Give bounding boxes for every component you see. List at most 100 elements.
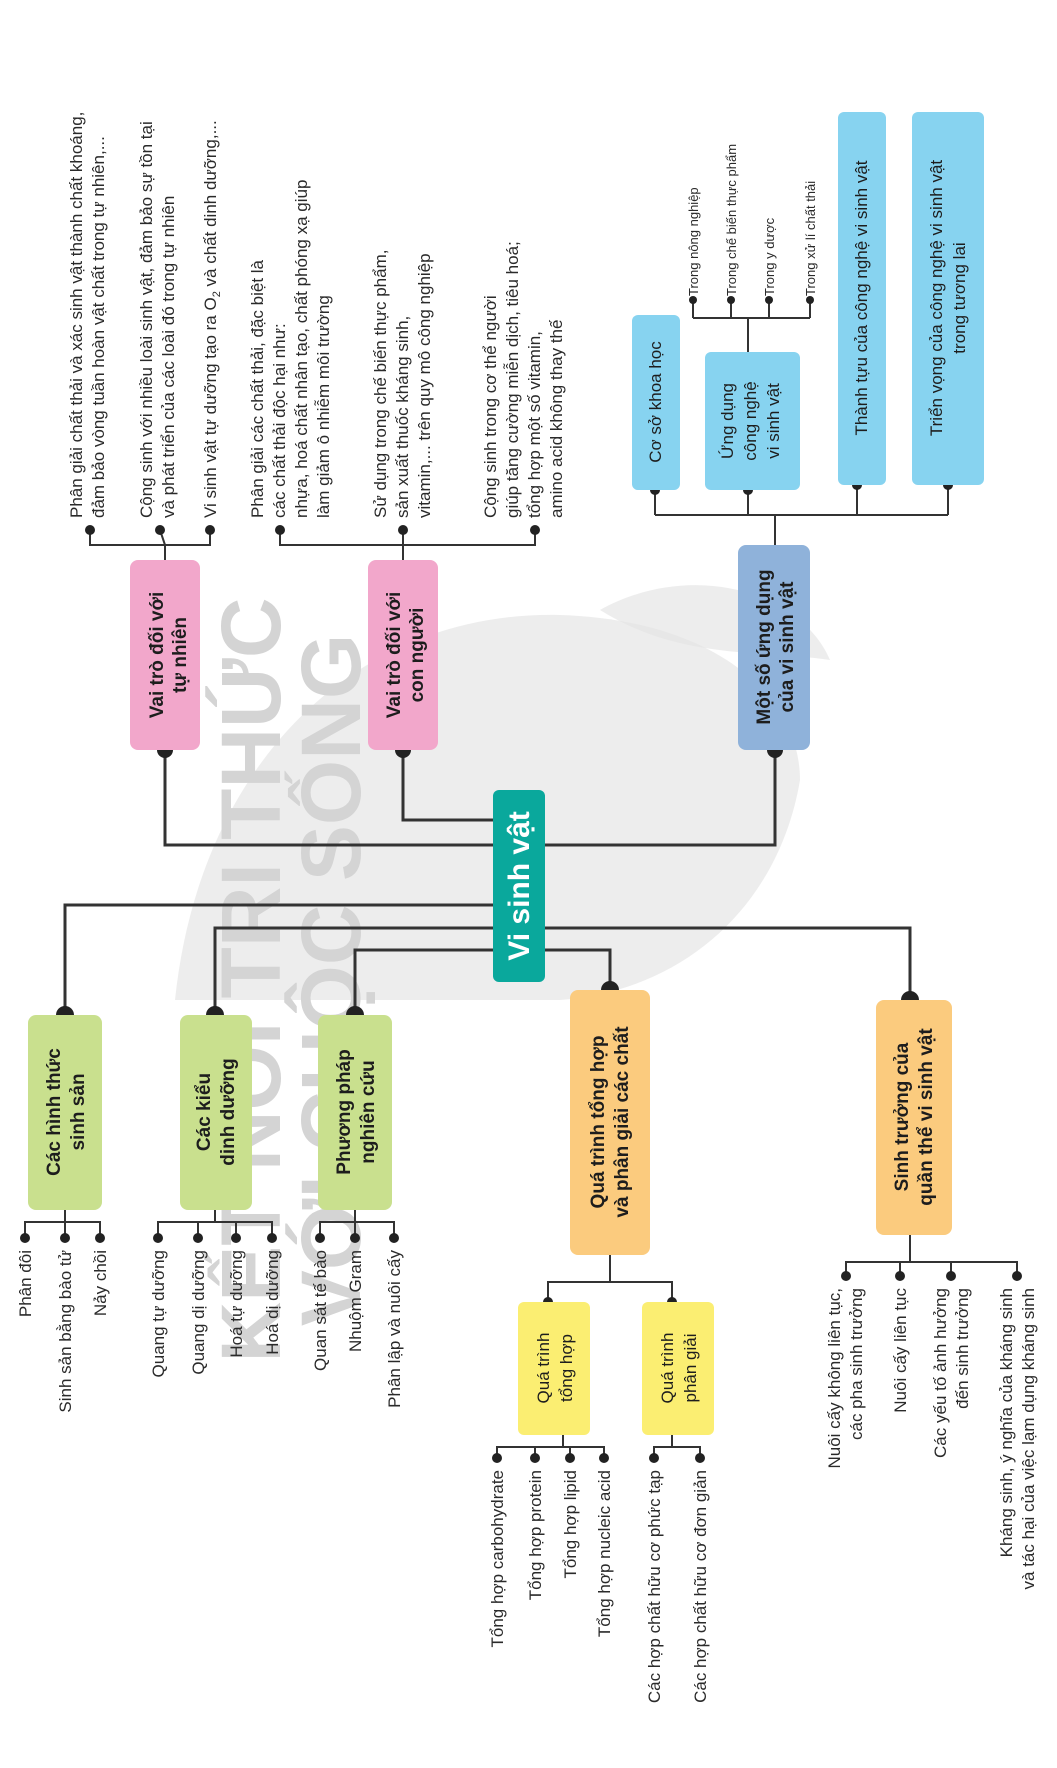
connector-line	[547, 1255, 673, 1302]
center-label: Vi sinh vật	[503, 811, 536, 961]
connector-dot	[95, 1233, 105, 1243]
diagram-label: Vai trò đối với	[147, 592, 168, 718]
node-science-basis: Cơ sở khoa học	[632, 315, 680, 490]
diagram-label: Cộng sinh với nhiều loài sinh vật, đảm b…	[137, 121, 156, 518]
diagram-label: trong tương lai	[950, 242, 969, 353]
diagram-label: phân giải	[681, 1333, 700, 1402]
node-box	[876, 1000, 952, 1235]
connector-line	[353, 948, 493, 1015]
node-processes: Quá trình tổng hợp và phân giải các chất	[570, 990, 650, 1255]
diagram-label: dinh dưỡng	[218, 1058, 239, 1165]
diagram-label: Tổng hợp lipid	[561, 1470, 580, 1579]
node-prospects: Triển vọng của công nghệ vi sinh vật tro…	[912, 112, 984, 485]
diagram-label: nghiên cứu	[358, 1060, 379, 1163]
connector-dot	[565, 1453, 575, 1463]
diagram-label: Thành tựu của công nghệ vi sinh vật	[852, 160, 871, 435]
diagram-label: Nhuộm Gram	[346, 1250, 365, 1352]
connector-line	[496, 1435, 605, 1458]
connector-dot	[530, 525, 540, 535]
diagram-label: Quá trình	[534, 1333, 553, 1404]
diagram-label: đến sinh trưởng	[953, 1288, 972, 1409]
connector-dot	[530, 1453, 540, 1463]
connector-dot	[841, 1271, 851, 1281]
connector-line	[545, 750, 777, 847]
diagram-label: quần thể vi sinh vật	[916, 1028, 937, 1206]
connector-dot	[765, 296, 773, 304]
node-applications: Một số ứng dụng của vi sinh vật	[738, 545, 810, 750]
connector-line	[157, 1210, 273, 1238]
diagram-label: Một số ứng dụng	[754, 569, 775, 724]
diagram-label: amino acid không thay thế	[547, 319, 566, 518]
nutrition-items: Quang tự dưỡng Quang dị dưỡng Hoá tự dưỡ…	[149, 1250, 282, 1377]
node-human-role: Vai trò đối với con người	[368, 560, 438, 750]
diagram-label: Quang tự dưỡng	[149, 1250, 168, 1377]
diagram-label: Nuôi cấy không liên tục,	[825, 1288, 844, 1469]
connector-dot	[153, 1233, 163, 1243]
decomposition-items: Các hợp chất hữu cơ phức tạp Các hợp chấ…	[645, 1470, 710, 1703]
diagram-label: Quan sát tế bào	[311, 1250, 330, 1371]
diagram-label: Tổng hợp carbohydrate	[488, 1470, 507, 1647]
connector-line	[279, 530, 536, 560]
diagram-label: sản xuất thuốc kháng sinh,	[393, 316, 412, 518]
center-node: Vi sinh vật	[493, 790, 545, 982]
connector-dot	[695, 1453, 705, 1463]
diagram-label: Phân lập và nuôi cấy	[385, 1250, 404, 1408]
connector-dot	[895, 1271, 905, 1281]
methods-items: Quan sát tế bào Nhuộm Gram Phân lập và n…	[311, 1250, 404, 1408]
diagram-label: Hoá tự dưỡng	[227, 1250, 246, 1358]
diagram-label: sinh sản	[68, 1073, 89, 1150]
connector-dot	[398, 525, 408, 535]
connector-line	[654, 485, 949, 545]
diagram-label: Sử dụng trong chế biến thực phẩm,	[371, 250, 390, 518]
connector-dot	[267, 1233, 277, 1243]
node-box	[318, 1015, 392, 1210]
diagram-label: Nuôi cấy liên tục	[891, 1288, 910, 1413]
connector-line	[163, 750, 493, 847]
diagram-label: Ứng dụng	[718, 383, 737, 459]
node-box	[493, 790, 545, 982]
node-decomposition: Quá trình phân giải	[642, 1302, 714, 1435]
node-box	[912, 112, 984, 485]
node-box	[642, 1302, 714, 1435]
connector-line	[89, 529, 211, 560]
human-items: Phân giải các chất thải, đặc biệt là các…	[248, 180, 566, 518]
diagram-label: Phân giải chất thải và xác sinh vật thàn…	[67, 112, 86, 518]
synthesis-items: Tổng hợp carbohydrate Tổng hợp protein T…	[488, 1470, 614, 1647]
connector-dot	[315, 1233, 325, 1243]
connector-dot	[205, 525, 215, 535]
diagram-label: Tổng hợp nucleic acid	[595, 1470, 614, 1637]
connector-line	[401, 750, 493, 822]
connector-dot	[275, 525, 285, 535]
nature-item-3: Vi sinh vật tự dưỡng tạo ra O2 và chất d…	[201, 120, 223, 518]
node-growth: Sinh trưởng của quần thể vi sinh vật	[876, 1000, 952, 1235]
node-synthesis: Quá trình tổng hợp	[518, 1302, 590, 1435]
diagram-label: tổng hợp	[557, 1334, 576, 1402]
diagram-label: Phân giải các chất thải, đặc biệt là	[248, 259, 267, 518]
diagram-label: Sinh sản bằng bào tử	[56, 1250, 75, 1413]
connector-dot	[60, 1233, 70, 1243]
connector-dot	[1012, 1271, 1022, 1281]
connector-dot	[193, 1233, 203, 1243]
diagram-label: Trong xử lí chất thải	[803, 181, 818, 296]
node-achievements: Thành tựu của công nghệ vi sinh vật	[838, 112, 886, 485]
diagram-label: các pha sinh trưởng	[847, 1288, 866, 1440]
diagram-label: nhựa, hoá chất nhân tạo, chất phóng xạ g…	[292, 180, 311, 518]
diagram-label: công nghệ	[741, 381, 760, 460]
connector-line	[63, 903, 493, 1015]
connector-dot	[689, 296, 697, 304]
connector-dot	[350, 1233, 360, 1243]
diagram-label: Cộng sinh trong cơ thể người	[481, 295, 500, 518]
diagram-label: tổng hợp một số vitamin,	[525, 331, 544, 518]
node-box	[632, 315, 680, 490]
node-box	[570, 990, 650, 1255]
diagram-label: Triển vọng của công nghệ vi sinh vật	[927, 160, 946, 437]
connector-dot	[727, 296, 735, 304]
node-box	[518, 1302, 590, 1435]
tech-items: Trong nông nghiệp Trong chế biến thực ph…	[686, 144, 818, 296]
node-reproduction: Các hình thức sinh sản	[28, 1015, 102, 1210]
connector-line	[213, 926, 493, 1015]
reproduction-items: Phân đôi Sinh sản bằng bào tử Nảy chồi	[16, 1250, 110, 1413]
diagram-label: tự nhiên	[170, 617, 191, 693]
node-methods: Phương pháp nghiên cứu	[318, 1015, 392, 1210]
